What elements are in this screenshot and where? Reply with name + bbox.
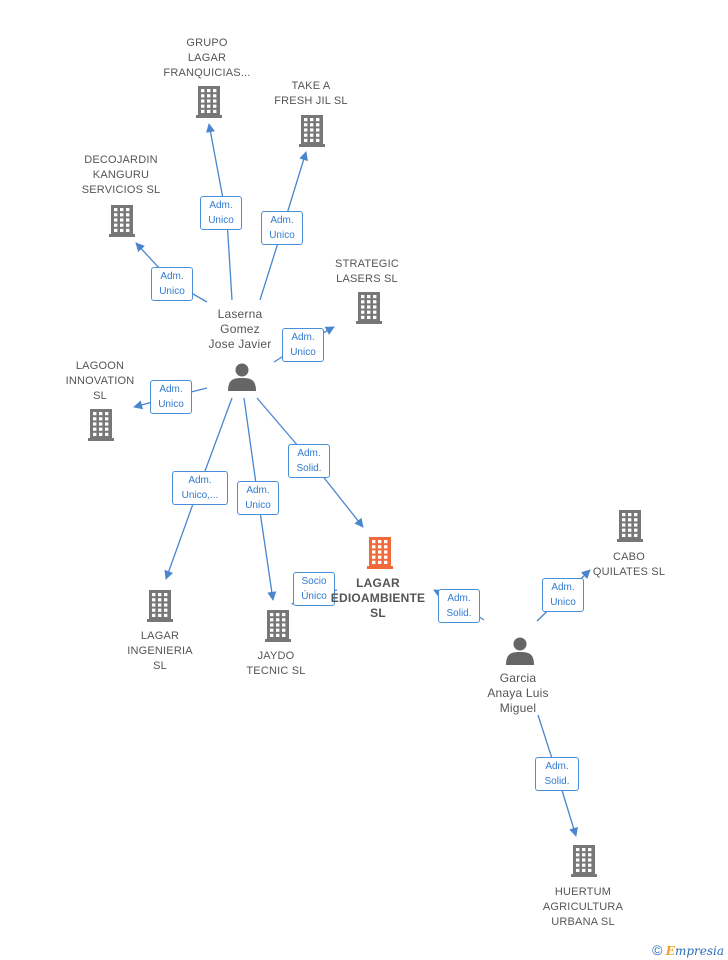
- strategic-building-icon[interactable]: [356, 292, 382, 324]
- jaydo-building-icon[interactable]: [265, 610, 291, 642]
- edge-garcia-cabo-quilates-role-label[interactable]: Adm. Unico: [542, 578, 584, 612]
- jaydo-label[interactable]: JAYDO TECNIC SL: [246, 650, 306, 677]
- garcia-label[interactable]: Garcia Anaya Luis Miguel: [487, 671, 549, 715]
- lagoon-building-icon[interactable]: [88, 409, 114, 441]
- laserna-label[interactable]: Laserna Gomez Jose Javier: [208, 307, 272, 351]
- take-a-fresh-label[interactable]: TAKE A FRESH JIL SL: [274, 80, 348, 107]
- decojardin-building-icon[interactable]: [109, 205, 135, 237]
- huertum-building-icon[interactable]: [571, 845, 597, 877]
- lagoon-label[interactable]: LAGOON INNOVATION SL: [65, 360, 135, 402]
- brand-name: mpresia: [674, 944, 724, 958]
- huertum-label[interactable]: HUERTUM AGRICULTURA URBANA SL: [542, 886, 624, 928]
- lagar-edioambiente-label[interactable]: LAGAR EDIOAMBIENTE SL: [330, 576, 426, 620]
- edge-laserna-grupo-lagar-role-label[interactable]: Adm. Unico: [200, 196, 242, 230]
- edge-garcia-huertum-role-label[interactable]: Adm. Solid.: [535, 757, 579, 791]
- laserna-person-icon[interactable]: [228, 363, 256, 392]
- lagar-ingenieria-building-icon[interactable]: [147, 590, 173, 622]
- edge-laserna-decojardin-role-label[interactable]: Adm. Unico: [151, 267, 193, 301]
- edge-laserna-strategic-role-label[interactable]: Adm. Unico: [282, 328, 324, 362]
- cabo-quilates-building-icon[interactable]: [617, 510, 643, 542]
- edge-garcia-lagar-edioambiente-role-label[interactable]: Adm. Solid.: [438, 589, 480, 623]
- decojardin-label[interactable]: DECOJARDIN KANGURU SERVICIOS SL: [81, 154, 161, 196]
- strategic-label[interactable]: STRATEGIC LASERS SL: [335, 258, 399, 285]
- lagar-ingenieria-label[interactable]: LAGAR INGENIERIA SL: [127, 630, 193, 672]
- take-a-fresh-building-icon[interactable]: [299, 115, 325, 147]
- edge-jaydo-lagar-edioambiente-role-label[interactable]: Socio Único: [293, 572, 335, 606]
- grupo-lagar-building-icon[interactable]: [196, 86, 222, 118]
- cabo-quilates-label[interactable]: CABO QUILATES SL: [592, 551, 666, 578]
- edge-laserna-lagar-ingenieria-role-label[interactable]: Adm. Unico,...: [172, 471, 228, 505]
- brand-e: E: [665, 944, 675, 958]
- grupo-lagar-label[interactable]: GRUPO LAGAR FRANQUICIAS...: [163, 37, 251, 79]
- edge-laserna-lagoon-role-label[interactable]: Adm. Unico: [150, 380, 192, 414]
- edge-laserna-take-a-fresh-role-label[interactable]: Adm. Unico: [261, 211, 303, 245]
- edge-laserna-lagar-edioambiente-role-label[interactable]: Adm. Solid.: [288, 444, 330, 478]
- copyright-icon: ©: [652, 942, 663, 958]
- garcia-person-icon[interactable]: [506, 637, 534, 666]
- empresia-brand: © Empresia: [652, 942, 724, 958]
- edge-laserna-jaydo-role-label[interactable]: Adm. Unico: [237, 481, 279, 515]
- lagar-edioambiente-building-icon[interactable]: [367, 537, 393, 569]
